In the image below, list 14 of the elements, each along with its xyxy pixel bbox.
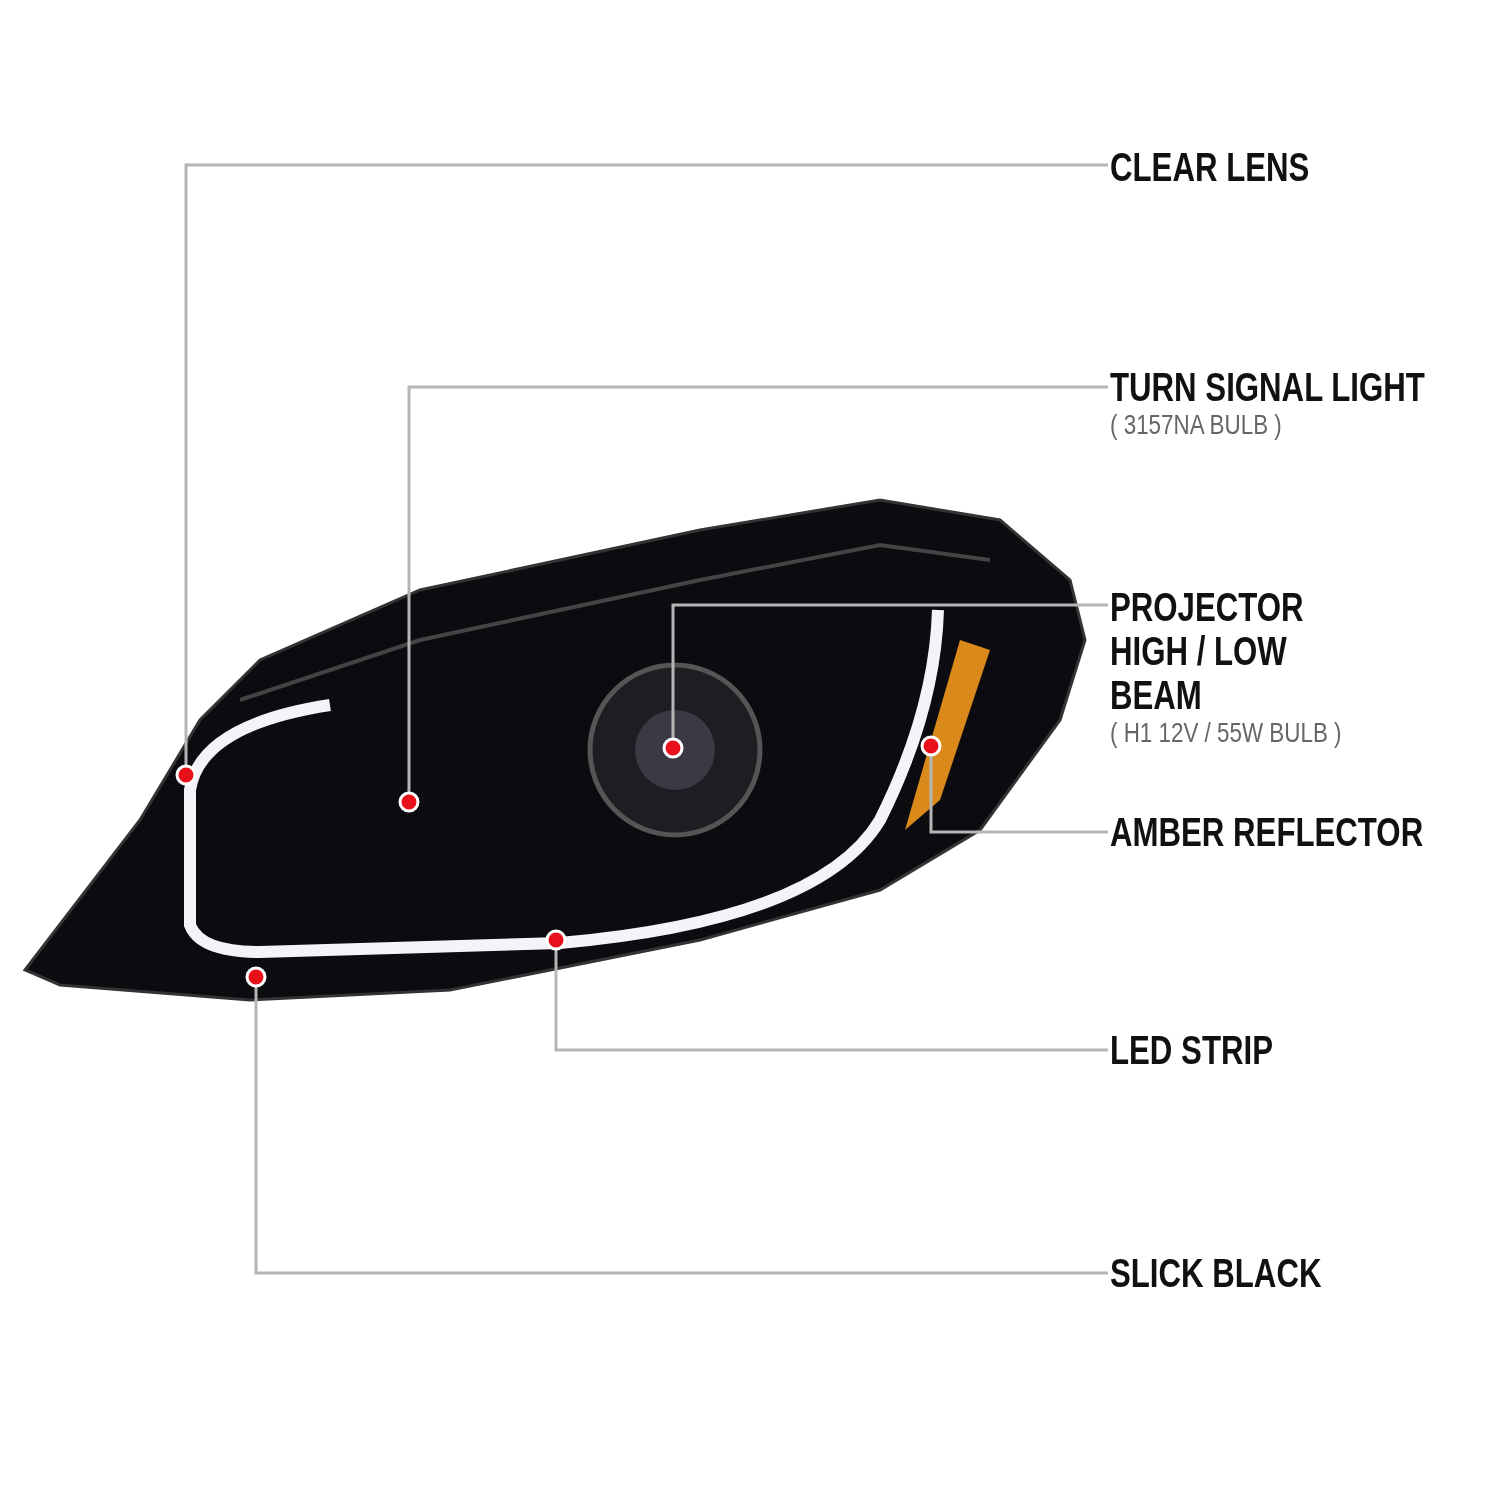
leader-line bbox=[175, 163, 1108, 786]
callout-label: SLICK BLACK bbox=[1110, 1251, 1322, 1295]
callout-label: AMBER REFLECTOR bbox=[1110, 810, 1424, 854]
callout-label: PROJECTOR HIGH / LOW BEAM bbox=[1110, 585, 1305, 717]
leader-line bbox=[245, 966, 1108, 1275]
leader-line bbox=[545, 929, 1108, 1052]
leader-line bbox=[662, 603, 1108, 759]
leader-line bbox=[920, 735, 1108, 834]
callout-label: LED STRIP bbox=[1110, 1028, 1273, 1072]
leader-line bbox=[398, 385, 1108, 813]
bulb-note: ( H1 12V / 55W BULB ) bbox=[1110, 717, 1342, 749]
bulb-note: ( 3157NA BULB ) bbox=[1110, 409, 1282, 441]
callout-label: TURN SIGNAL LIGHT bbox=[1110, 365, 1425, 409]
callout-label: CLEAR LENS bbox=[1110, 145, 1310, 189]
